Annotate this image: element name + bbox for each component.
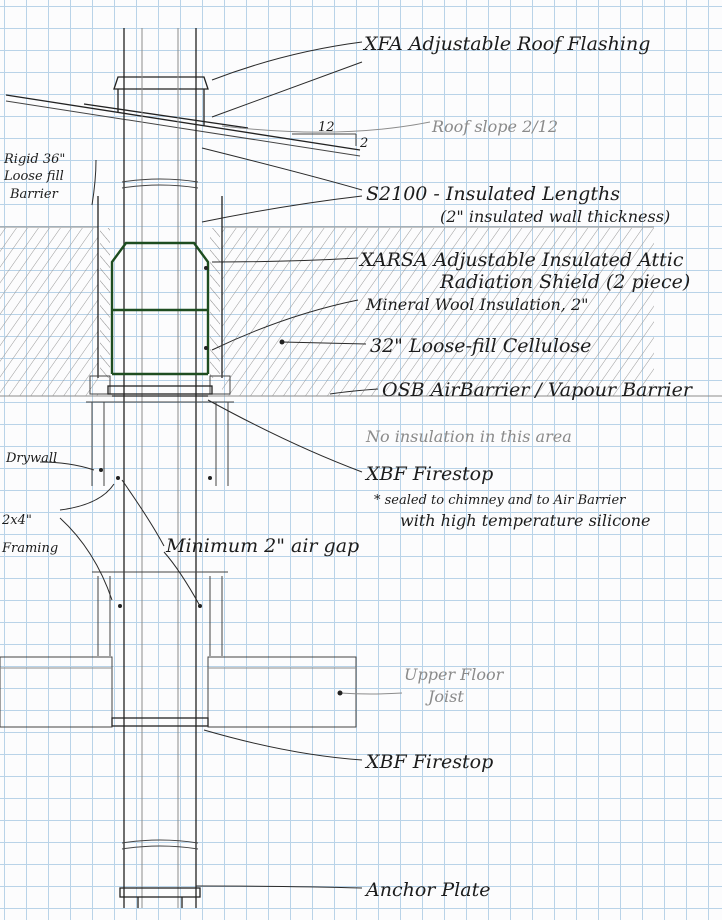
chimney-pipe xyxy=(121,28,199,908)
slope-rise: 2 xyxy=(359,136,368,151)
drywall-framing xyxy=(86,401,234,486)
label-framing: Framing xyxy=(1,541,58,556)
label-s2100-insulated-lengths: S2100 - Insulated Lengths xyxy=(366,183,620,205)
anchor-plate xyxy=(119,887,201,908)
label-xbf-firestop-upper: XBF Firestop xyxy=(364,463,493,485)
label-upper-floor: Upper Floor xyxy=(404,665,505,684)
label-anchor-plate: Anchor Plate xyxy=(364,879,490,901)
label-rigid-barrier-1: Rigid 36" xyxy=(3,152,65,167)
label-osb-air-barrier: OSB AirBarrier / Vapour Barrier xyxy=(382,379,694,401)
xbf-firestop-lower xyxy=(111,717,209,727)
roof-flashing xyxy=(113,76,209,126)
label-minimum-air-gap: Minimum 2" air gap xyxy=(165,535,359,557)
roof-line xyxy=(5,94,361,157)
label-xbf-firestop-lower: XBF Firestop xyxy=(364,751,493,773)
label-loose-fill-cellulose: 32" Loose-fill Cellulose xyxy=(370,335,591,357)
upper-floor-joist xyxy=(0,656,357,728)
label-xarsa-two-piece: Radiation Shield (2 piece) xyxy=(439,271,690,293)
label-rigid-barrier-2: Loose fill xyxy=(3,169,64,184)
label-xarsa-shield: XARSA Adjustable Insulated Attic xyxy=(358,249,684,271)
rigid-loose-fill-barrier xyxy=(97,196,223,378)
label-xbf-note-1: * sealed to chimney and to Air Barrier xyxy=(374,493,626,508)
label-xfa-roof-flashing: XFA Adjustable Roof Flashing xyxy=(362,33,650,55)
slope-indicator: 12 2 xyxy=(292,120,368,151)
leader-lines xyxy=(39,41,431,889)
label-mineral-wool: Mineral Wool Insulation, 2" xyxy=(365,295,588,314)
attic-radiation-shield xyxy=(110,241,210,376)
label-rigid-barrier-3: Barrier xyxy=(9,187,59,202)
label-s2100-wall-thickness: (2" insulated wall thickness) xyxy=(440,207,670,226)
label-no-insulation: No insulation in this area xyxy=(365,427,572,446)
label-roof-slope: Roof slope 2/12 xyxy=(431,117,558,136)
mineral-wool-insulation xyxy=(100,228,220,378)
slope-run: 12 xyxy=(318,120,335,135)
label-framing-size: 2x4" xyxy=(1,513,32,528)
floor-framing xyxy=(92,571,228,656)
label-xbf-note-2: with high temperature silicone xyxy=(400,511,651,530)
loose-fill-cellulose-area xyxy=(0,226,654,396)
label-drywall: Drywall xyxy=(5,451,57,466)
label-joist: Joist xyxy=(425,687,464,706)
